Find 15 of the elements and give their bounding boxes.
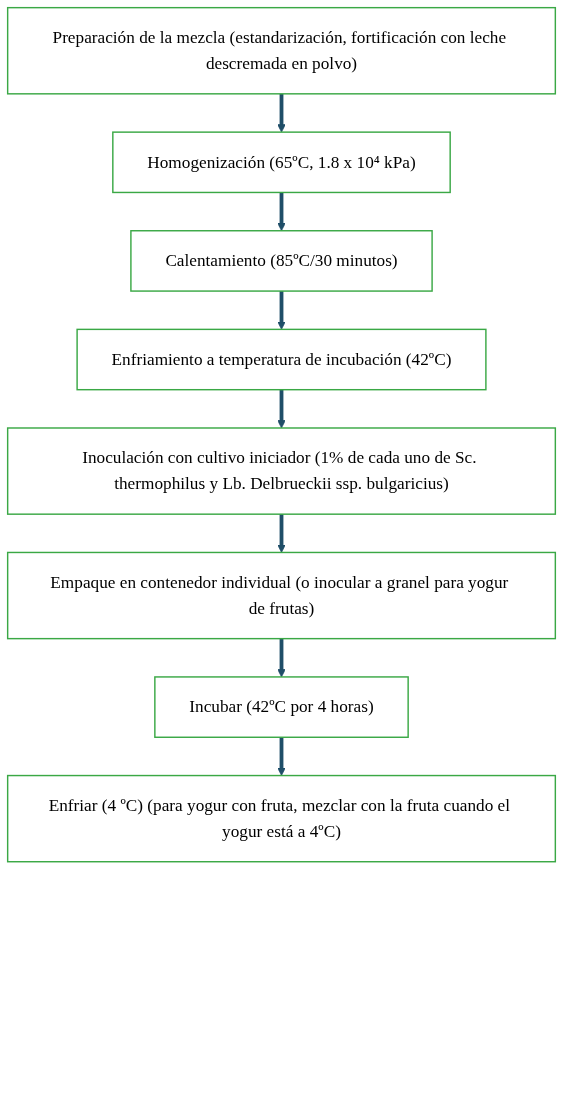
node-box: Homogenización (65ºC, 1.8 x 10⁴ kPa) [112,131,451,194]
arrow [277,737,286,776]
node-box: Enfriar (4 ºC) (para yogur con fruta, mezclar con la fruta cuando el yogur está a 4ºC) [6,774,557,863]
node-box: Calentamiento (85ºC/30 minutos) [130,230,433,292]
arrow [277,514,286,553]
node-box: Preparación de la mezcla (estandarización, fortificación con leche descremada en polvo) [6,6,557,95]
node-box: Incubar (42ºC por 4 horas) [154,676,409,738]
node-box: Empaque en contenedor individual (o inocular a granel para yogur de frutas) [6,551,557,640]
node-box: Inoculación con cultivo iniciador (1% de cada uno de Sc. thermophilus y Lb. Delbrueckii ssp. bulgaricius) [6,427,557,515]
arrow [277,192,286,232]
arrow [277,389,286,429]
arrow [277,291,286,330]
arrow [277,638,286,678]
node-box: Enfriamiento a temperatura de incubación (42ºC) [76,328,487,391]
arrow [277,93,286,133]
